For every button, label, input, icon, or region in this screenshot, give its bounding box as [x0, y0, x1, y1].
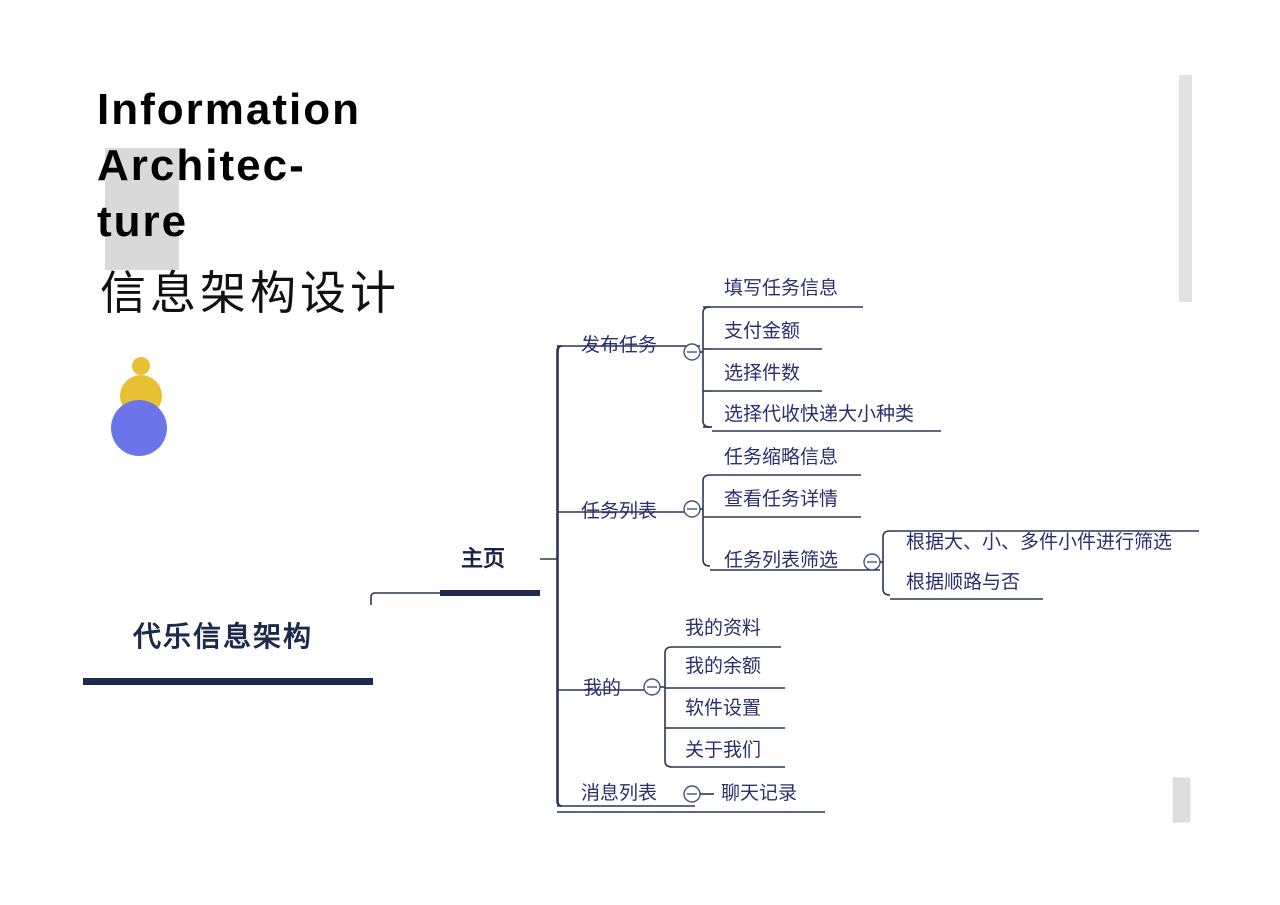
toggle-branch-2-3 [863, 553, 881, 571]
mindmap-branch-node[interactable]: 发布任务 [581, 335, 658, 356]
mindmap-leaf-node[interactable]: 根据顺路与否 [906, 572, 1021, 593]
toggle-branch-4 [683, 785, 701, 803]
title-highlight-rect [105, 148, 179, 270]
mindmap-branch-node[interactable]: 我的 [583, 678, 622, 699]
mindmap-leaf-node[interactable]: 关于我们 [685, 740, 762, 761]
mindmap-leaf-node[interactable]: 软件设置 [685, 698, 762, 719]
mindmap-leaf-node[interactable]: 查看任务详情 [724, 489, 839, 510]
scrollbar-thumb[interactable] [1172, 777, 1191, 823]
footer-rule [83, 678, 373, 685]
mindmap-leaf-node[interactable]: 聊天记录 [721, 783, 798, 804]
toggle-branch-2 [683, 500, 701, 518]
child-spine-2-3 [882, 530, 891, 596]
person-figure-icon [106, 357, 176, 456]
mindmap-leaf-node[interactable]: 我的余额 [685, 656, 762, 677]
child-spine-2 [702, 474, 711, 567]
child-spine-1 [702, 306, 711, 428]
mindmap-branch-node[interactable]: 消息列表 [581, 783, 658, 804]
mindmap-leaf-node[interactable]: 根据大、小、多件小件进行筛选 [906, 532, 1173, 553]
spine-vertical [556, 345, 563, 807]
glyph-circle-large [111, 400, 167, 456]
spine-link [557, 345, 563, 807]
scrollbar-track[interactable] [1179, 75, 1192, 302]
mindmap-leaf-node[interactable]: 任务缩略信息 [724, 447, 839, 468]
mindmap-leaf-node[interactable]: 填写任务信息 [724, 278, 839, 299]
mindmap-leaf-node[interactable]: 任务列表筛选 [724, 550, 839, 571]
child-spine-3 [664, 646, 673, 768]
toggle-branch-1 [683, 343, 701, 361]
mindmap-root-node[interactable]: 主页 [461, 546, 506, 571]
mindmap-leaf-node[interactable]: 支付金额 [724, 321, 801, 342]
mindmap-branch-node[interactable]: 任务列表 [581, 501, 658, 522]
mindmap-leaf-node[interactable]: 我的资料 [685, 618, 762, 639]
mindmap-leaf-node[interactable]: 选择件数 [724, 363, 801, 384]
mindmap-leaf-node[interactable]: 选择代收快递大小种类 [724, 404, 915, 425]
toggle-branch-3 [643, 678, 661, 696]
footer-label: 代乐信息架构 [133, 621, 314, 652]
root-incoming-link [370, 592, 440, 605]
page-title-english: Information Architec- ture [97, 85, 361, 246]
page-title-chinese: 信息架构设计 [100, 267, 400, 319]
glyph-circle-small [132, 357, 150, 375]
